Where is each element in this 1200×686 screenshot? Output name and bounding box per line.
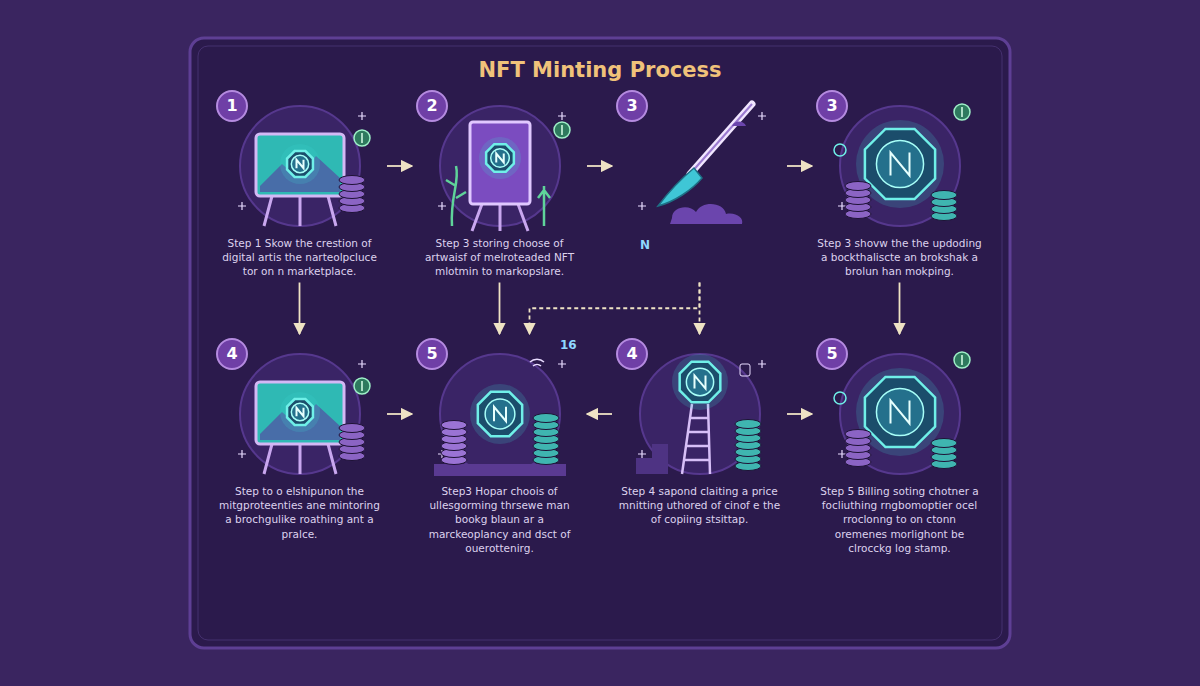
step-panel: 5Step3 Hopar choois of ullesgorming thrs… xyxy=(412,334,587,559)
step-number: 3 xyxy=(816,90,848,122)
logo-letter: N xyxy=(640,238,650,252)
step-panel: 1Step 1 Skow the crestion of digital art… xyxy=(212,86,387,283)
illustration xyxy=(438,106,570,231)
flow-arrow xyxy=(587,165,612,167)
illustration xyxy=(638,104,766,224)
step-number: 4 xyxy=(616,338,648,370)
flow-arrow xyxy=(387,165,412,167)
step-caption: Step 1 Skow the crestion of digital arti… xyxy=(216,236,383,279)
illustration xyxy=(834,104,970,226)
diagram-title: NFT Minting Process xyxy=(190,58,1010,82)
step-panel: 4Step 4 sapond claiting a price mnitting… xyxy=(612,334,787,559)
flow-arrow xyxy=(787,413,812,415)
illustration xyxy=(434,354,566,476)
illustration xyxy=(834,352,970,474)
flow-arrow xyxy=(387,413,412,415)
step-panel: 2Step 3 storing choose of artwaisf of me… xyxy=(412,86,587,283)
illustration xyxy=(636,354,766,474)
panel-frame xyxy=(190,38,1010,648)
step-number: 4 xyxy=(216,338,248,370)
step-panel: 3Step 3 shovw the the updoding a bocktha… xyxy=(812,86,987,283)
step-caption: Step 4 sapond claiting a price mnitting … xyxy=(616,484,783,527)
flow-arrow xyxy=(530,283,700,334)
step-caption: Step to o elshipunon the mitgproteenties… xyxy=(216,484,383,541)
step-number: 2 xyxy=(416,90,448,122)
step-number: 5 xyxy=(416,338,448,370)
step-caption: Step 3 shovw the the updoding a bockthal… xyxy=(816,236,983,279)
step-panel: 5Step 5 Billing soting chotner a focliut… xyxy=(812,334,987,559)
step-caption: Step 5 Billing soting chotner a focliuth… xyxy=(816,484,983,555)
flow-arrow xyxy=(899,283,901,334)
flow-arrow xyxy=(499,283,501,334)
step-caption: Step 3 storing choose of artwaisf of mel… xyxy=(416,236,583,279)
flow-arrow xyxy=(787,165,812,167)
badge-number: 16 xyxy=(560,338,577,352)
flow-arrow xyxy=(587,413,612,415)
step-number: 3 xyxy=(616,90,648,122)
illustration xyxy=(238,354,370,474)
illustration xyxy=(238,106,370,226)
step-panel: 3 xyxy=(612,86,787,283)
step-number: 1 xyxy=(216,90,248,122)
step-number: 5 xyxy=(816,338,848,370)
flow-arrow xyxy=(299,283,301,334)
inner-frame xyxy=(198,46,1002,640)
step-caption: Step3 Hopar choois of ullesgorming thrse… xyxy=(416,484,583,555)
step-panel: 4Step to o elshipunon the mitgproteentie… xyxy=(212,334,387,559)
